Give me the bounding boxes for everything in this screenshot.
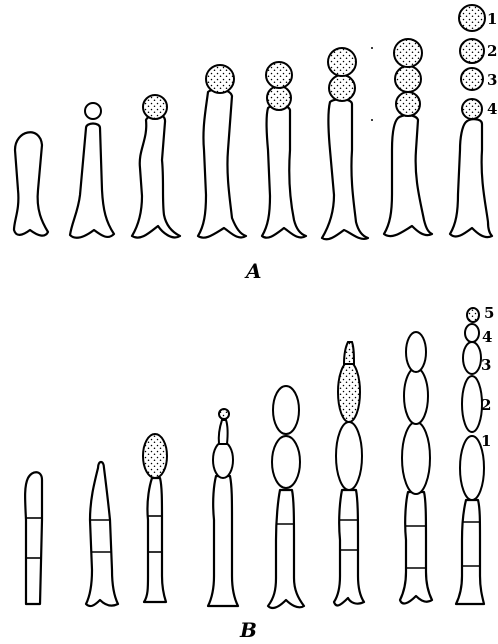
conidiophore-b3 (143, 434, 167, 602)
conidiophore-a6 (322, 48, 368, 239)
conidiophore-b5 (268, 386, 304, 608)
conidiophore-a1 (14, 132, 48, 235)
conidiophore-b1 (25, 472, 42, 604)
spore-number-a-2: 2 (487, 42, 497, 60)
spore-number-a-4: 4 (487, 100, 497, 118)
conidiophore-b7 (400, 332, 432, 603)
conidiophore-a3 (132, 95, 180, 238)
conidiophore-a5 (262, 62, 306, 238)
spore-number-b-2: 2 (481, 396, 491, 414)
spore-number-a-3: 3 (487, 71, 497, 89)
conidiophore-b6 (334, 342, 364, 605)
conidiophore-a7 (384, 39, 432, 236)
spore-number-b-3: 3 (481, 356, 491, 374)
panel-label-a: A (244, 259, 262, 283)
conidiophore-b4 (208, 409, 238, 606)
spore-number-b-1: 1 (481, 432, 491, 450)
conidiophore-a4 (198, 65, 246, 238)
panel-b: 5 4 3 2 1 (25, 304, 494, 608)
conidiophore-b8 (456, 308, 484, 604)
panel-label-b: B (239, 618, 257, 642)
panel-a: 1 2 3 4 (14, 5, 497, 239)
spore-number-b-4: 4 (482, 328, 492, 346)
spore-number-a-1: 1 (487, 10, 497, 28)
spore-number-b-5: 5 (484, 304, 494, 322)
conidiophore-a2 (70, 103, 114, 238)
conidiophore-b2 (86, 462, 118, 606)
conidiophore-a8 (450, 5, 492, 237)
